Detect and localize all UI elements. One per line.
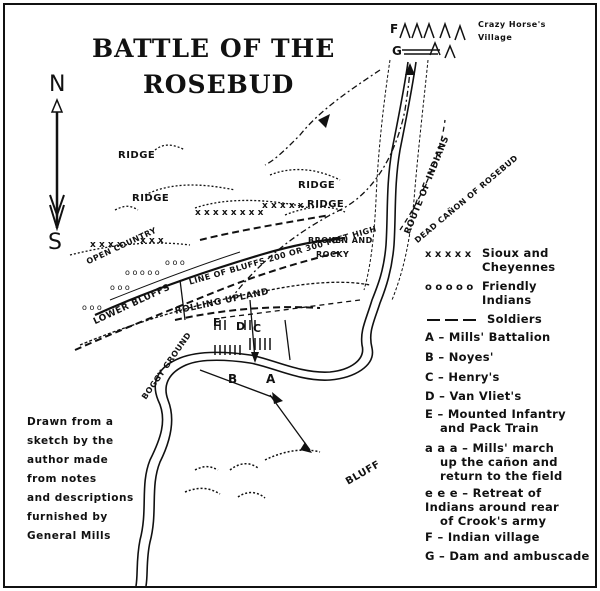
label-crazy-horse-village: Crazy Horse's Village	[478, 20, 546, 42]
canon-walls	[363, 59, 429, 301]
legend-b: B – Noyes'	[425, 350, 494, 364]
legend-soldiers: Soldiers	[487, 312, 543, 326]
dam-symbol	[402, 49, 440, 55]
attribution-note: Drawn from a sketch by the author made f…	[27, 416, 134, 542]
route-arrows	[179, 279, 311, 451]
line-of-bluffs	[94, 236, 346, 317]
march-arrowheads	[318, 63, 415, 128]
label-rocky: ROCKY	[316, 250, 350, 259]
marker-f: F	[390, 22, 399, 36]
battalion-positions	[214, 320, 271, 355]
legend-a: A – Mills' Battalion	[425, 330, 551, 344]
friendly-indian-positions: o o o o o o o o o o o o o o	[82, 258, 185, 312]
legend-f: F – Indian village	[425, 530, 540, 544]
marker-c: C	[253, 322, 262, 335]
marker-d: D	[236, 320, 246, 333]
legend-retreat: e e e – Retreat of Indians around rear o…	[425, 486, 559, 528]
soldier-lines	[74, 214, 341, 351]
marker-a: A	[266, 372, 276, 386]
legend-symbols: x x x x x o o o o o	[425, 249, 476, 321]
marker-e: E	[213, 316, 222, 329]
map-title-line1: BATTLE OF THE	[92, 34, 336, 63]
sioux-positions: x x x x x x x x x x x x x x x x x x x x	[90, 201, 304, 250]
legend-g: G – Dam and ambuscade	[425, 549, 590, 563]
rosebud-river	[135, 61, 417, 587]
legend-d: D – Van Vliet's	[425, 389, 522, 403]
map-frame	[3, 3, 597, 588]
label-ridge-1: RIDGE	[118, 150, 156, 161]
svg-text:o o o: o o o	[82, 303, 102, 312]
bottom-bluffs	[184, 449, 321, 499]
marker-g: G	[392, 44, 403, 58]
svg-text:x x x x x: x x x x x	[262, 201, 304, 211]
mills-march	[229, 64, 411, 301]
svg-text:o o o: o o o	[165, 258, 185, 267]
label-ridge-3: RIDGE	[298, 180, 336, 191]
compass-arrow	[49, 98, 65, 232]
indian-retreat	[219, 119, 446, 319]
svg-text:o o o o o: o o o o o	[425, 282, 473, 293]
svg-text:x x x x: x x x x	[90, 240, 123, 250]
svg-text:x x x x x x x x: x x x x x x x x	[195, 208, 264, 218]
compass-north: N	[49, 72, 66, 97]
village-tepees	[399, 21, 466, 59]
svg-text:x x x: x x x	[140, 236, 164, 246]
map-title-line2: ROSEBUD	[143, 70, 295, 99]
legend-c: C – Henry's	[425, 370, 500, 384]
label-broken-and: BROKEN AND	[308, 236, 373, 245]
label-ridge-4: RIDGE	[307, 199, 345, 210]
svg-text:o o o o o: o o o o o	[125, 268, 160, 277]
ridges	[69, 144, 371, 346]
svg-text:o o o: o o o	[110, 283, 130, 292]
marker-b: B	[228, 372, 238, 386]
legend-mills-march: a a a – Mills' march up the cañon and re…	[425, 441, 563, 483]
svg-text:x x x x x: x x x x x	[425, 249, 472, 260]
label-ridge-2: RIDGE	[132, 193, 170, 204]
compass-south: S	[48, 230, 62, 255]
